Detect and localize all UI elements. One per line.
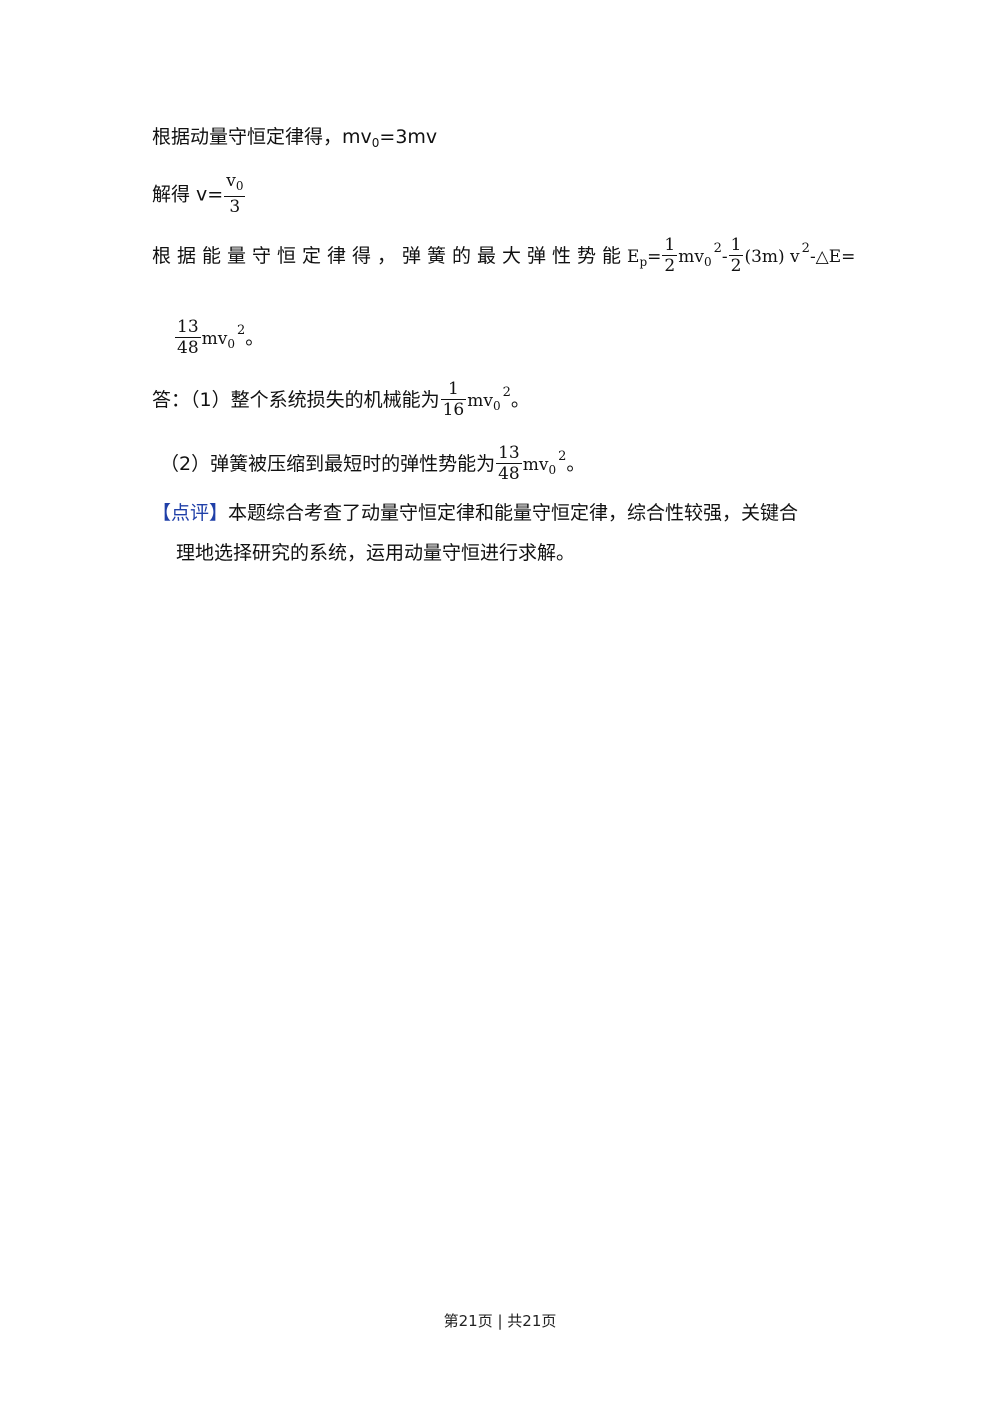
fraction-denominator: 3: [229, 197, 241, 217]
commentary-line-2: 理地选择研究的系统，运用动量守恒进行求解。: [176, 540, 575, 566]
period: 。: [245, 327, 265, 349]
momentum-equation-line: 根据动量守恒定律得，mv0=3mv: [152, 124, 437, 156]
commentary-text-2: 理地选择研究的系统，运用动量守恒进行求解。: [176, 542, 576, 564]
equals-sign: =: [647, 247, 662, 267]
commentary-label: 【点评】: [152, 502, 229, 524]
answer-2-text: （2）弹簧被压缩到最短时的弹性势能为: [160, 453, 496, 475]
mv0-term: mv02: [678, 241, 722, 269]
answer-2-mv0: mv02: [522, 449, 567, 477]
momentum-text: 根据动量守恒定律得，mv: [152, 126, 372, 148]
delta-e-term: -△E=: [809, 247, 856, 267]
page-footer: 第21页 | 共21页: [443, 1312, 557, 1330]
answer-1-text: 答：（1）整个系统损失的机械能为: [152, 389, 440, 411]
commentary-line-1: 【点评】本题综合考查了动量守恒定律和能量守恒定律，综合性较强，关键合: [152, 500, 798, 526]
fraction-numerator: v0: [224, 171, 246, 197]
minus-sign: -: [721, 247, 728, 267]
v0-subscript: 0: [371, 136, 380, 150]
period: 。: [510, 389, 530, 411]
solution-text: 解得 v=: [152, 183, 224, 206]
momentum-tail: =3mv: [379, 126, 438, 148]
commentary-text-1: 本题综合考查了动量守恒定律和能量守恒定律，综合性较强，关键合: [228, 502, 799, 524]
period: 。: [566, 453, 586, 475]
result-mv0: mv02: [201, 323, 246, 351]
answer-1-mv0: mv02: [467, 385, 511, 413]
energy-text: 根据能量守恒定律得，弹簧的最大弹性势能: [152, 245, 628, 267]
ep-symbol: Ep: [627, 247, 648, 269]
